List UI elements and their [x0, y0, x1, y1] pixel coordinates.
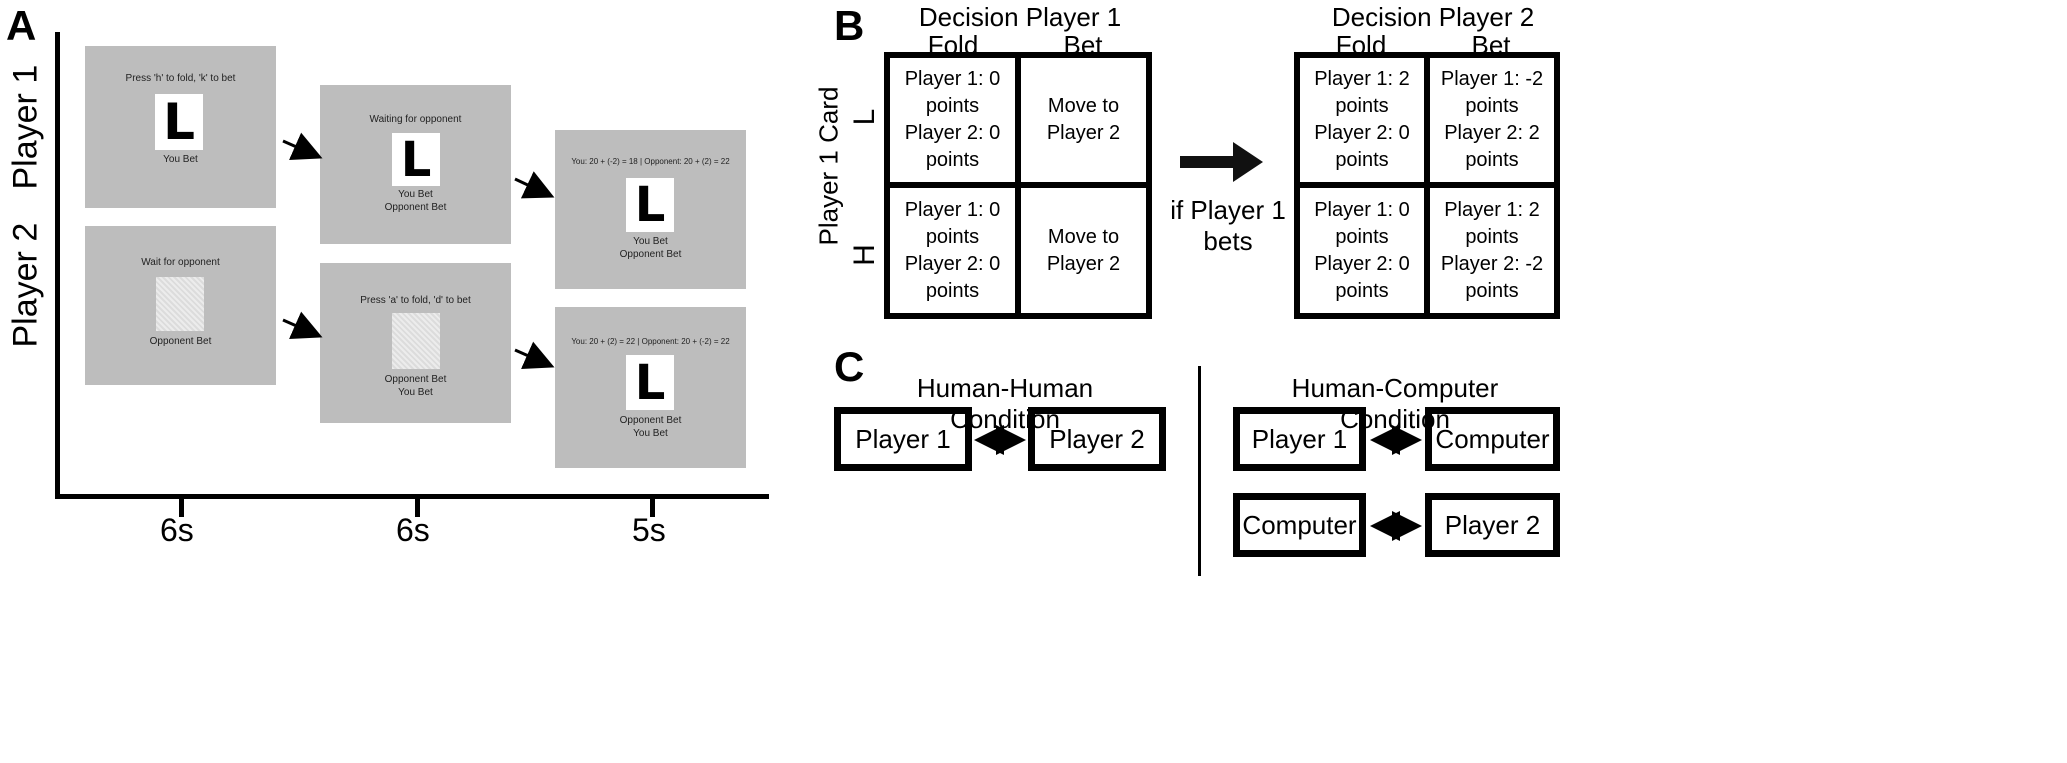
cell-line: Player 2: 0 points [904, 122, 1001, 171]
time-tick-label: 6s [160, 512, 194, 548]
arrow-icon [514, 341, 555, 370]
screen-status: Opponent Bet [619, 249, 682, 260]
hh-player2-box: Player 2 [1028, 407, 1166, 471]
card-L: L [155, 93, 203, 151]
panel-a-arrows [282, 132, 555, 370]
screen-status: You Bet [398, 387, 433, 398]
cell-line: Player 1: 0 points [904, 68, 1001, 117]
screen-score: You: 20 + (2) = 22 | Opponent: 20 + (-2)… [571, 337, 730, 346]
screen-status: You Bet [163, 154, 198, 165]
screen-status: You Bet [633, 428, 668, 439]
card-letter: L [163, 93, 195, 151]
screen-instruction: Press 'a' to fold, 'd' to bet [360, 295, 471, 306]
p1-screen-3: You: 20 + (-2) = 18 | Opponent: 20 + (2)… [555, 130, 746, 289]
screen-status: Opponent Bet [384, 374, 447, 385]
arrow-icon [514, 171, 555, 199]
screen-status: You Bet [398, 189, 433, 200]
p1-screen-1: Press 'h' to fold, 'k' to bet L You Bet [85, 46, 276, 208]
card-L: L [626, 177, 674, 233]
box-label: Player 2 [1049, 423, 1145, 454]
time-tick-label: 5s [632, 512, 666, 548]
hc-computer-box: Computer [1425, 407, 1560, 471]
cell-line: Player 1: 0 points [1314, 198, 1410, 248]
arrow-icon [282, 311, 323, 340]
cell-line: Player 1: 0 points [904, 198, 1001, 248]
time-tick [650, 497, 655, 517]
box-label: Computer [1242, 509, 1357, 540]
cell-line: Player 1: 2 points [1314, 68, 1410, 117]
panel-c-arrows [974, 425, 1422, 541]
cell-line: Player 2: 0 points [1314, 122, 1410, 171]
hc-player1-box: Player 1 [1233, 407, 1366, 471]
card-letter: L [400, 131, 432, 188]
card-back [156, 277, 204, 331]
hc-computer-box: Computer [1233, 493, 1366, 557]
card-L: L [626, 354, 674, 411]
time-tick-label: 6s [396, 512, 430, 548]
panel-b-label: B [834, 2, 865, 49]
x-axis [55, 494, 769, 499]
box-label: Player 2 [1444, 509, 1541, 540]
big-arrow-icon [1180, 142, 1263, 182]
screen-instruction: Wait for opponent [141, 257, 220, 268]
panel-c-label: C [834, 343, 865, 390]
cell-line: Player 2: 0 points [904, 252, 1001, 302]
cell-line: Player 2: 2 points [1444, 122, 1540, 171]
cell-line: Move to Player 2 [1046, 95, 1121, 144]
screen-status: You Bet [633, 236, 668, 247]
cell-line: Player 1: -2 points [1440, 68, 1544, 117]
cell-line: Player 2: -2 points [1440, 252, 1544, 302]
card-letter: L [634, 177, 666, 233]
cell-line: Player 2: 0 points [1314, 252, 1410, 302]
hh-player1-box: Player 1 [834, 407, 972, 471]
matrix-divider [884, 182, 1152, 188]
p2-screen-3: You: 20 + (2) = 22 | Opponent: 20 + (-2)… [555, 307, 746, 468]
screen-instruction: Press 'h' to fold, 'k' to bet [125, 73, 236, 84]
right-matrix-title: Decision Player 2 [1331, 2, 1535, 32]
box-label: Player 1 [1251, 423, 1348, 454]
screen-status: Opponent Bet [149, 336, 212, 347]
hc-player2-box: Player 2 [1425, 493, 1560, 557]
panel-a-label: A [6, 2, 37, 49]
card-back [392, 313, 440, 369]
condition-divider [1198, 366, 1201, 576]
screen-score: You: 20 + (-2) = 18 | Opponent: 20 + (2)… [571, 157, 730, 166]
cell-line: Player 1: 2 points [1444, 198, 1540, 248]
cell-H-bet: Move to Player 2 [1021, 188, 1146, 313]
time-tick [179, 497, 184, 517]
screen-status: Opponent Bet [619, 415, 682, 426]
p1-screen-2: Waiting for opponent L You Bet Opponent … [320, 85, 511, 244]
left-matrix-title: Decision Player 1 [918, 2, 1122, 32]
cell-line: Move to Player 2 [1046, 225, 1121, 275]
p2-screen-2: Press 'a' to fold, 'd' to bet Opponent B… [320, 263, 511, 423]
p2-screen-1: Wait for opponent Opponent Bet [85, 226, 276, 385]
time-tick [415, 497, 420, 517]
arrow-icon [282, 132, 323, 161]
box-label: Player 1 [855, 423, 951, 454]
card-L: L [392, 131, 440, 188]
y-axis [55, 32, 60, 499]
screen-status: Opponent Bet [384, 202, 447, 213]
matrix-divider [1294, 182, 1560, 188]
box-label: Computer [1435, 423, 1550, 454]
arrow-condition-label: if Player 1 bets [1170, 195, 1286, 256]
cell-L-bet: Move to Player 2 [1021, 58, 1146, 182]
human-computer-title: Human-Computer Condition [1291, 373, 1499, 434]
screen-instruction: Waiting for opponent [369, 114, 462, 125]
card-letter: L [634, 354, 666, 411]
